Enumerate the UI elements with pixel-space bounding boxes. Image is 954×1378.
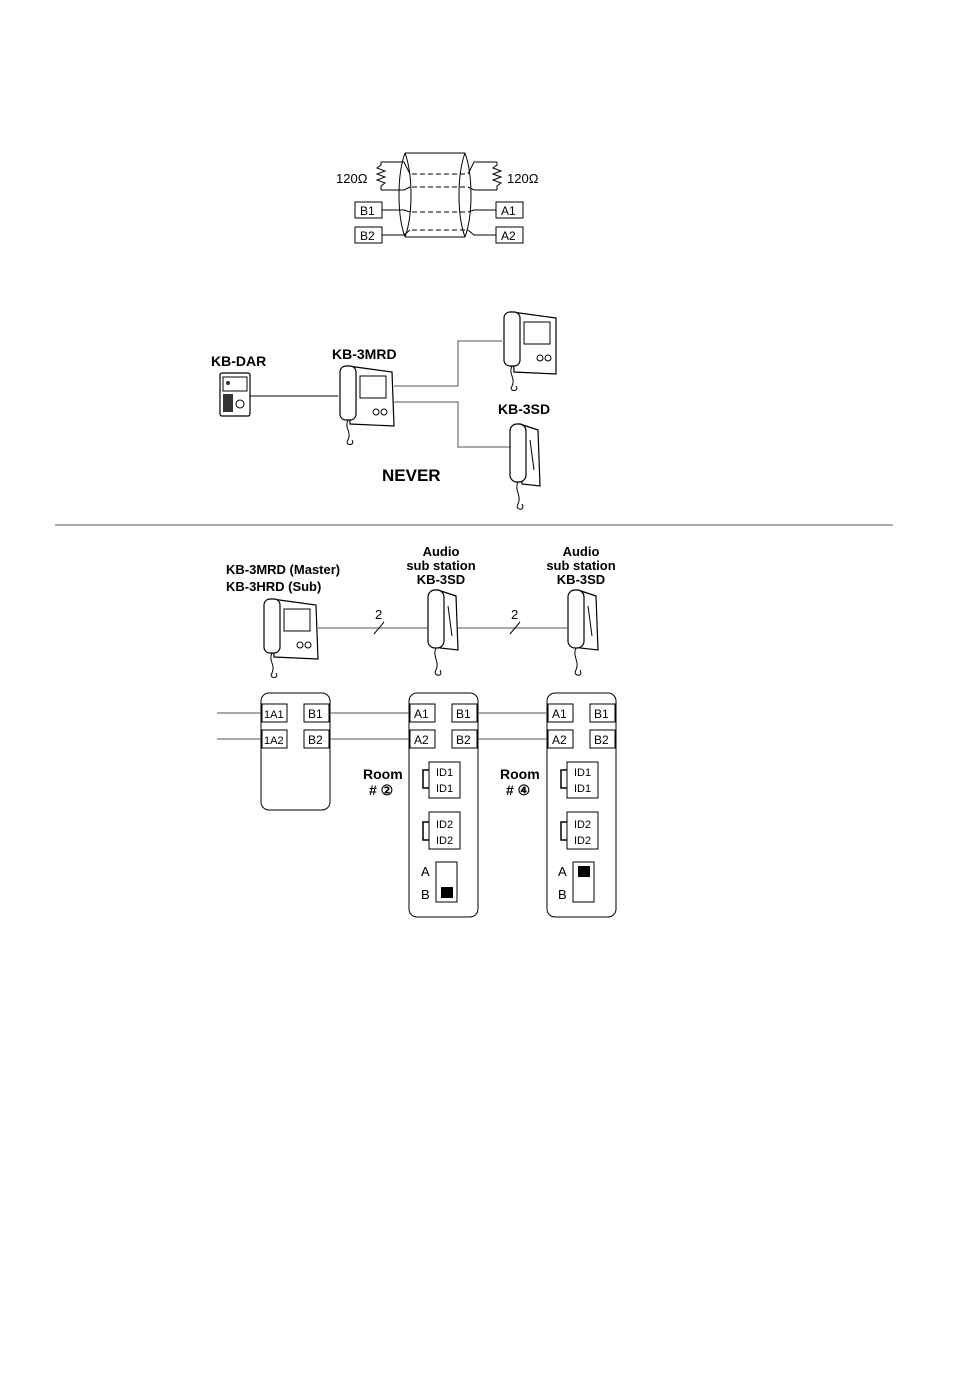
station2-terminal-a2: A2 [552, 733, 567, 747]
terminal-b2-left: B2 [360, 229, 375, 243]
master-monitor-device-icon-2 [264, 599, 318, 678]
station2-switch-knob-a [578, 866, 590, 877]
connection-diagram: KB-3MRD (Master) KB-3HRD (Sub) Audio sub… [217, 544, 616, 917]
station2-terminal-b2: B2 [594, 733, 609, 747]
room1-word: Room [363, 766, 403, 782]
station1-id2-bottom: ID2 [436, 835, 453, 847]
audio-sub-station-device-icon [510, 424, 540, 509]
cable-cylinder [399, 153, 471, 237]
master-terminal-1a2: 1A2 [264, 735, 284, 747]
station1-label-line1: Audio [423, 544, 460, 559]
station2-id1-bottom: ID1 [574, 783, 591, 795]
master-monitor-device-icon [340, 366, 394, 445]
station1-terminal-b2: B2 [456, 733, 471, 747]
wire-count-1: 2 [375, 607, 382, 622]
room2-word: Room [500, 766, 540, 782]
station1-id1-top: ID1 [436, 767, 453, 779]
left-resistor [377, 162, 410, 190]
station1-switch-b-label: B [421, 887, 430, 902]
resistor-right-label: 120Ω [507, 171, 539, 186]
extra-monitor-device-icon [504, 312, 556, 391]
terminal-a1-right: A1 [501, 204, 516, 218]
master-label-line1: KB-3MRD (Master) [226, 562, 340, 577]
station1-terminal-a1: A1 [414, 707, 429, 721]
station1-switch-knob-b [441, 887, 453, 898]
station2-terminal-a1: A1 [552, 707, 567, 721]
station1-terminal-b1: B1 [456, 707, 471, 721]
wire-count-2: 2 [511, 607, 518, 622]
station2-label-line1: Audio [563, 544, 600, 559]
audio-sub-station1-device-icon [428, 590, 458, 675]
never-warning: NEVER [382, 466, 441, 485]
room2-number: # ④ [506, 782, 530, 798]
master-monitor-label: KB-3MRD [332, 346, 397, 362]
station2-id2-bottom: ID2 [574, 835, 591, 847]
station2-switch-a-label: A [558, 864, 567, 879]
station1-terminal-a2: A2 [414, 733, 429, 747]
station2-label-line3: KB-3SD [557, 572, 605, 587]
master-label-line2: KB-3HRD (Sub) [226, 579, 321, 594]
station1-label-line2: sub station [406, 558, 475, 573]
station1-id2-top: ID2 [436, 819, 453, 831]
door-station-device-icon [220, 373, 250, 416]
audio-sub-station2-device-icon [568, 590, 598, 675]
master-terminal-b2: B2 [308, 733, 323, 747]
right-resistor [468, 162, 501, 190]
station2-switch-b-label: B [558, 887, 567, 902]
sub-station-label: KB-3SD [498, 401, 550, 417]
master-terminal-b1: B1 [308, 707, 323, 721]
terminal-a2-right: A2 [501, 229, 516, 243]
terminal-b1-left: B1 [360, 204, 375, 218]
station1-switch-a-label: A [421, 864, 430, 879]
station2-id1-top: ID1 [574, 767, 591, 779]
never-diagram: KB-DAR KB-3MRD KB-3SD NEVER [211, 312, 556, 509]
station2-id2-top: ID2 [574, 819, 591, 831]
room1-number: # ② [369, 782, 393, 798]
station2-label-line2: sub station [546, 558, 615, 573]
station1-label-line3: KB-3SD [417, 572, 465, 587]
master-terminal-1a1: 1A1 [264, 709, 284, 721]
door-station-label: KB-DAR [211, 353, 266, 369]
station2-terminal-b1: B1 [594, 707, 609, 721]
resistor-left-label: 120Ω [336, 171, 368, 186]
cable-termination-diagram: 120Ω 120Ω B1 B2 A1 A2 [336, 153, 539, 243]
station1-id1-bottom: ID1 [436, 783, 453, 795]
